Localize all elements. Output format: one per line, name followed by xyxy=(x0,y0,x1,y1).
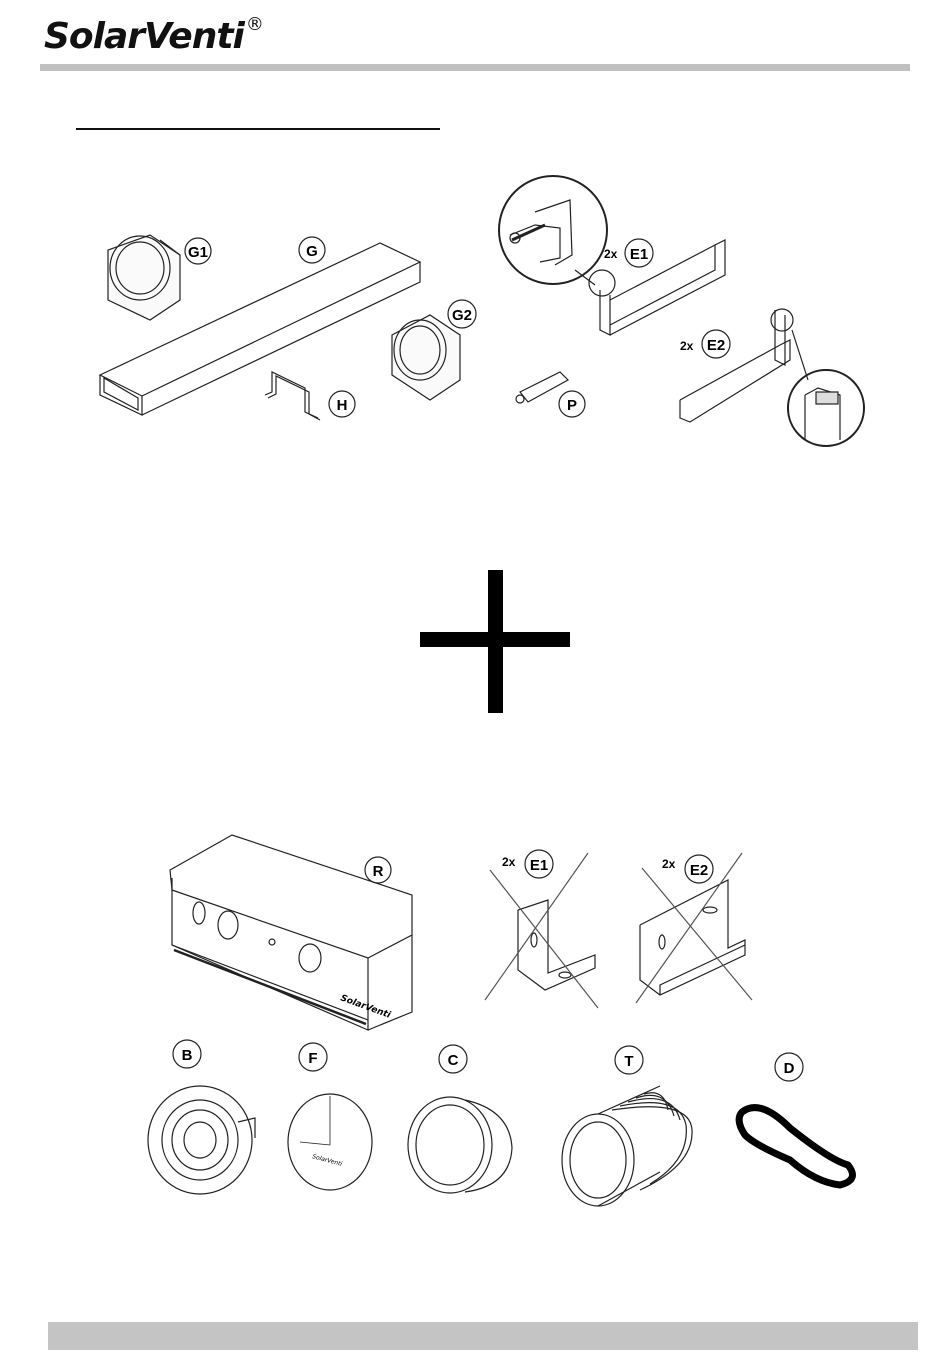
bracket-e1-excluded-drawing xyxy=(485,853,598,1008)
svg-text:E2: E2 xyxy=(690,862,708,879)
svg-text:F: F xyxy=(308,1050,317,1067)
adapter-g2-drawing xyxy=(392,315,460,400)
svg-text:B: B xyxy=(182,1047,193,1064)
label-e1-bottom: 2x E1 xyxy=(502,850,553,878)
svg-text:G2: G2 xyxy=(452,307,472,324)
label-g: G xyxy=(299,237,325,263)
detail-e1-zoom xyxy=(499,176,607,285)
adapter-g1-drawing xyxy=(108,235,180,320)
label-t: T xyxy=(615,1046,643,1074)
detail-e2-zoom xyxy=(788,370,864,446)
svg-text:2x: 2x xyxy=(662,857,676,871)
svg-text:R: R xyxy=(373,863,384,880)
label-g1: G1 xyxy=(185,238,211,264)
svg-text:G: G xyxy=(306,243,318,260)
ring-c-drawing xyxy=(408,1097,512,1193)
band-d-drawing xyxy=(739,1108,852,1185)
hose-t-drawing xyxy=(562,1086,692,1206)
label-c: C xyxy=(439,1045,467,1073)
footer-bar xyxy=(48,1322,918,1350)
svg-text:H: H xyxy=(337,397,348,414)
label-r: R xyxy=(365,857,391,883)
svg-text:P: P xyxy=(567,397,577,414)
svg-text:2x: 2x xyxy=(604,247,618,261)
svg-text:E1: E1 xyxy=(630,246,648,263)
svg-text:E1: E1 xyxy=(530,857,548,874)
valve-b-drawing xyxy=(148,1086,255,1194)
svg-text:C: C xyxy=(448,1052,459,1069)
label-e1-top: 2x E1 xyxy=(604,239,653,267)
label-p: P xyxy=(559,391,585,417)
svg-text:E2: E2 xyxy=(707,337,725,354)
label-g2: G2 xyxy=(448,300,476,328)
plus-sign-horizontal xyxy=(420,632,570,647)
disc-f-drawing: SolarVenti xyxy=(288,1094,372,1190)
bracket-h-drawing xyxy=(265,372,320,420)
label-d: D xyxy=(775,1053,803,1081)
svg-text:T: T xyxy=(624,1053,633,1070)
svg-text:D: D xyxy=(784,1060,795,1077)
svg-text:SolarVenti: SolarVenti xyxy=(311,1153,343,1168)
svg-text:2x: 2x xyxy=(680,339,694,353)
svg-text:2x: 2x xyxy=(502,855,516,869)
label-e2-top: 2x E2 xyxy=(680,330,730,358)
label-b: B xyxy=(173,1040,201,1068)
label-f: F xyxy=(299,1043,327,1071)
svg-text:G1: G1 xyxy=(188,244,208,261)
label-h: H xyxy=(329,391,355,417)
label-e2-bottom: 2x E2 xyxy=(662,855,713,883)
